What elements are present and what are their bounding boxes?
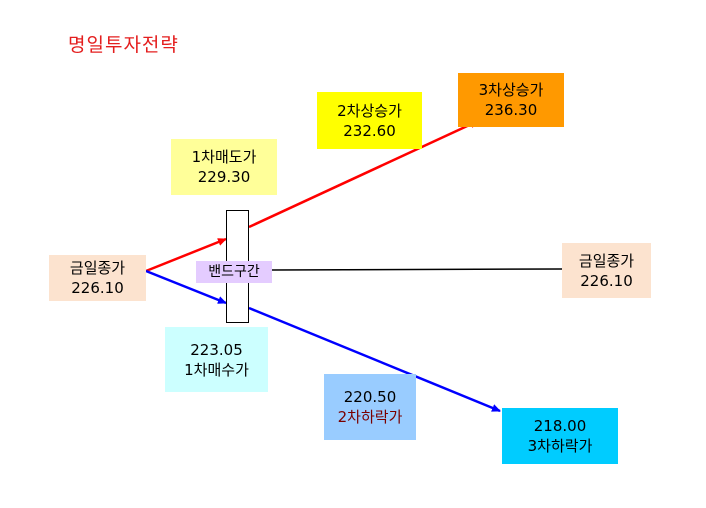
buy1-label: 1차매수가	[184, 360, 249, 379]
line-to-right-close	[271, 268, 563, 271]
arrow-to-rise3	[248, 119, 479, 229]
page-title: 명일투자전략	[68, 34, 179, 56]
rise2-label: 2차상승가	[337, 101, 402, 120]
rise2-box: 2차상승가 232.60	[317, 92, 422, 149]
rise3-box: 3차상승가 236.30	[458, 73, 564, 127]
sell1-value: 229.30	[197, 168, 251, 186]
current-close-right-value: 226.10	[580, 271, 633, 290]
rise3-value: 236.30	[484, 101, 538, 119]
fall3-label: 3차하락가	[527, 437, 593, 455]
arrow-to-fall3	[248, 306, 501, 413]
fall3-value: 218.00	[533, 417, 587, 435]
fall2-box: 220.50 2차하락가	[324, 374, 416, 440]
rise3-label: 3차상승가	[478, 81, 544, 99]
fall2-label: 2차하락가	[337, 408, 403, 426]
arrow-to-sell1	[145, 237, 227, 273]
fall2-value: 220.50	[343, 388, 397, 406]
buy1-box: 223.05 1차매수가	[165, 327, 268, 392]
buy1-value: 223.05	[190, 340, 243, 359]
current-close-left-label: 금일종가	[69, 259, 126, 277]
current-close-left-value: 226.10	[71, 279, 124, 297]
current-close-left-box: 금일종가 226.10	[49, 255, 146, 301]
current-close-right-box: 금일종가 226.10	[562, 243, 651, 298]
band-range-label: 밴드구간	[196, 261, 272, 283]
arrow-to-buy1	[145, 269, 227, 305]
rise2-value: 232.60	[343, 121, 396, 140]
current-close-right-label: 금일종가	[578, 251, 635, 270]
fall3-box: 218.00 3차하락가	[502, 408, 618, 464]
sell1-box: 1차매도가 229.30	[171, 139, 277, 195]
sell1-label: 1차매도가	[191, 148, 257, 166]
